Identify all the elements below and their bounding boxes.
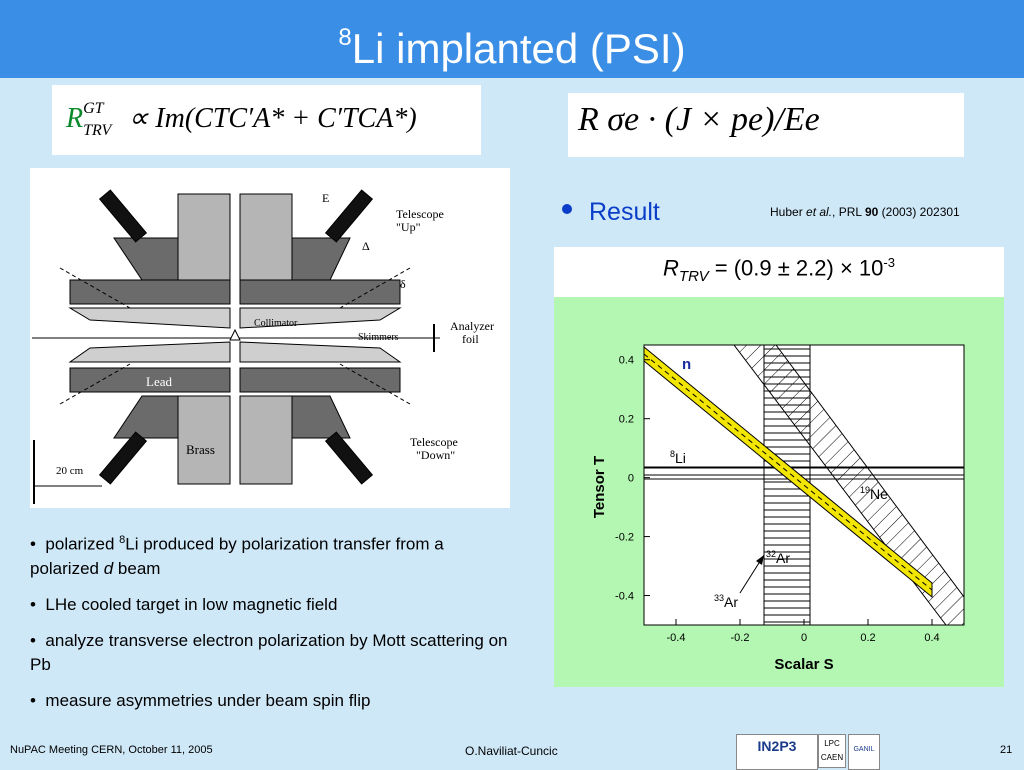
- detector-down-right: [324, 431, 374, 485]
- exclusion-plot: -0.4 -0.2 0 0.2 0.4 0.4 0.2 0 -0.2 -0.4 n 8Li 19N…: [591, 344, 965, 673]
- x-tick-label: 0.2: [860, 632, 875, 644]
- detector-up-left: [98, 189, 148, 243]
- y-tick-label: -0.4: [615, 591, 634, 603]
- lead-bar-tl: [69, 279, 231, 305]
- annotation-n: n: [682, 356, 691, 373]
- result-label: Result: [589, 198, 660, 226]
- beam-arrow: [229, 328, 241, 341]
- x-tick-label: -0.4: [667, 632, 686, 644]
- label-collimator: Collimator: [254, 318, 298, 329]
- annotation-8li: 8Li: [670, 449, 686, 466]
- y-axis-label: Tensor T: [591, 456, 608, 518]
- collimator-lower-left: [68, 341, 231, 363]
- formula-box-right: R σe · (J × pe)/Ee: [568, 93, 964, 157]
- band-tensor-zero: [644, 466, 964, 480]
- label-delta-big: Δ: [362, 239, 370, 253]
- band-neutron: [644, 346, 933, 599]
- y-tick-label: 0: [628, 473, 634, 485]
- result-value-box: RTRV = (0.9 ± 2.2) × 10-3: [554, 247, 1004, 297]
- label-e: E: [322, 191, 329, 205]
- label-lead: Lead: [146, 374, 172, 389]
- citation: Huber et al., PRL 90 (2003) 202301: [770, 205, 960, 219]
- annotation-32ar: 32Ar: [766, 549, 790, 566]
- formula-left-rhs: ∝ Im(CTC′A* + C′TCA*): [128, 103, 417, 134]
- lead-bar-br: [239, 367, 401, 393]
- footer-page-number: 21: [1000, 744, 1013, 756]
- y-tick-label: 0.2: [619, 414, 634, 426]
- brass-block-top-right: [239, 193, 293, 281]
- detector-up-right: [324, 189, 374, 243]
- footer-center: O.Naviliat-Cuncic: [465, 744, 558, 758]
- annotation-19ne: 19Ne: [860, 485, 888, 502]
- y-tick-label: 0.4: [619, 355, 634, 367]
- formula-right: R σe · (J × pe)/Ee: [578, 101, 820, 138]
- logo-lpc-caen: LPC CAEN: [818, 734, 846, 768]
- annotation-33ar: 33Ar: [714, 593, 738, 610]
- brass-block-top-left: [177, 193, 231, 281]
- lead-shield-tr: [291, 237, 351, 281]
- lead-shield-br: [291, 395, 351, 439]
- result-value: RTRV = (0.9 ± 2.2) × 10-3: [663, 255, 895, 285]
- plot-ticks: -0.4 -0.2 0 0.2 0.4 0.4 0.2 0 -0.2 -0.4: [615, 355, 940, 644]
- detector-down-left: [98, 431, 148, 485]
- lead-shield-bl: [113, 395, 179, 439]
- bullet-item-1: • polarized 8Li produced by polarization…: [30, 534, 444, 578]
- label-brass: Brass: [186, 442, 215, 457]
- x-tick-label: 0.4: [924, 632, 939, 644]
- bullet-list: • polarized 8Li produced by polarization…: [30, 528, 510, 725]
- footer-left: NuPAC Meeting CERN, October 11, 2005: [10, 744, 213, 756]
- logo-in2p3: IN2P3: [736, 734, 818, 770]
- x-tick-label: -0.2: [731, 632, 750, 644]
- bullet-item-3: • analyze transverse electron polarizati…: [30, 630, 508, 674]
- brass-block-bottom-left: [177, 395, 231, 485]
- title-bar: [0, 0, 1024, 78]
- collimator-lower-right: [239, 341, 402, 363]
- lead-bar-tr: [239, 279, 401, 305]
- lead-shield-tl: [113, 237, 179, 281]
- label-telescope-up: Telescope"Up": [396, 207, 444, 234]
- formula-left-lhs: R: [66, 103, 84, 134]
- collimator-upper-left: [68, 307, 231, 329]
- apparatus-diagram: E Telescope"Up" Δ δ Collimator Skimmers …: [30, 168, 510, 508]
- lead-bar-bl: [69, 367, 231, 393]
- label-telescope-down: Telescope"Down": [410, 435, 458, 462]
- brass-block-bottom-right: [239, 395, 293, 485]
- label-delta-small: δ: [400, 277, 406, 291]
- label-skimmers: Skimmers: [358, 332, 399, 343]
- result-bullet: [562, 204, 572, 214]
- label-scale: 20 cm: [56, 465, 84, 477]
- slide-title: 8Li implanted (PSI): [338, 24, 686, 72]
- bullet-item-2: • LHe cooled target in low magnetic fiel…: [30, 594, 338, 614]
- x-tick-label: 0: [801, 632, 807, 644]
- y-tick-label: -0.2: [615, 532, 634, 544]
- collimator-upper-right: [239, 307, 402, 329]
- x-axis-label: Scalar S: [774, 656, 833, 673]
- bullet-item-4: • measure asymmetries under beam spin fl…: [30, 690, 371, 710]
- logo-ganil: GANIL: [848, 734, 880, 770]
